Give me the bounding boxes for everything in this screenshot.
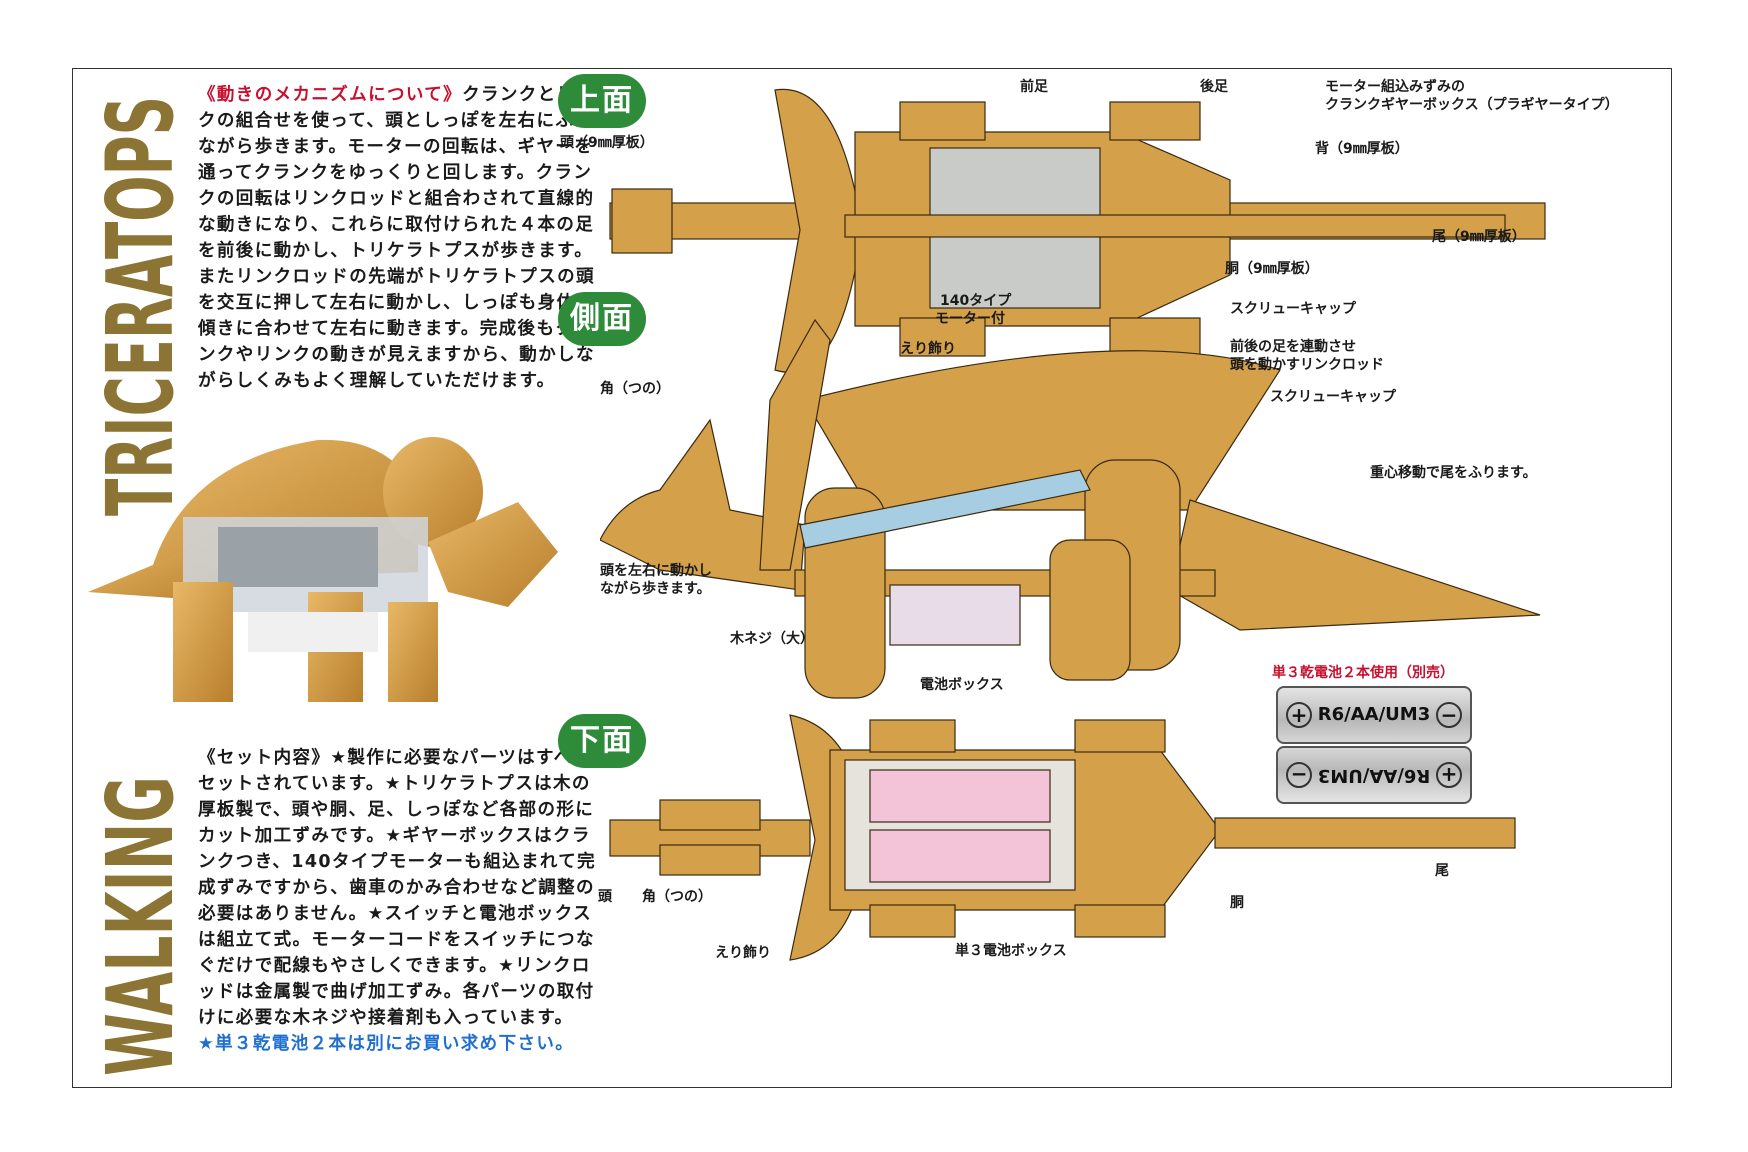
label-head-top: 頭（9㎜厚板） xyxy=(560,135,654,151)
label-motor-2: モーター付 xyxy=(935,311,1005,327)
label-gearbox-1: モーター組込みずみの xyxy=(1325,79,1465,95)
label-batteries-needed: 単３乾電池２本使用（別売） xyxy=(1272,665,1454,681)
battery-2-label: R6/AA/UM3 xyxy=(1317,765,1431,786)
label-horn-bottom: 角（つの） xyxy=(642,889,712,905)
top-view-badge: 上面 xyxy=(558,74,646,128)
plus-icon: + xyxy=(1436,762,1462,788)
model-photo xyxy=(88,437,558,702)
title-walking: WALKING xyxy=(87,776,186,1076)
battery-note: ★単３乾電池２本は別にお買い求め下さい。 xyxy=(198,1034,575,1054)
side-view-drawing xyxy=(600,318,1541,699)
label-body-top: 胴（9㎜厚板） xyxy=(1225,261,1319,277)
minus-icon: − xyxy=(1436,702,1462,728)
label-tail-top: 尾（9㎜厚板） xyxy=(1432,229,1526,245)
label-link-2: 頭を動かすリンクロッド xyxy=(1230,357,1384,373)
label-head-move-1: 頭を左右に動かし xyxy=(600,563,712,579)
label-wood-screw: 木ネジ（大） xyxy=(730,631,814,647)
bottom-view-badge: 下面 xyxy=(558,714,646,768)
title-triceratops: TRICERATOPS xyxy=(87,96,186,516)
label-head-move-2: ながら歩きます。 xyxy=(600,581,711,597)
label-tail-bottom: 尾 xyxy=(1435,863,1449,879)
label-back: 背（9㎜厚板） xyxy=(1315,141,1409,157)
battery-1-label: R6/AA/UM3 xyxy=(1317,704,1431,725)
label-horn-side: 角（つの） xyxy=(600,381,670,397)
battery-1: + R6/AA/UM3 − xyxy=(1276,686,1472,744)
set-contents-body: ★製作に必要なパーツはすべてセットされています。★トリケラトプスは木の厚板製で、… xyxy=(198,748,597,1028)
vertical-title: WALKING TRICERATOPS xyxy=(87,96,186,1076)
label-rear-leg: 後足 xyxy=(1200,79,1228,95)
diagrams-svg xyxy=(600,88,1546,961)
set-contents-heading: 《セット内容》 xyxy=(198,748,331,768)
label-tail-swing: 重心移動で尾をふります。 xyxy=(1370,465,1537,481)
label-frill-side: えり飾り xyxy=(900,341,956,357)
diagrams-panel: 上面 側面 下面 前足 後足 モーター組込みずみの クランクギヤーボックス（プラ… xyxy=(558,70,1670,1080)
label-screw-cap-top: スクリューキャップ xyxy=(1230,301,1356,317)
battery-2: + R6/AA/UM3 − xyxy=(1276,746,1472,804)
label-screw-cap-side: スクリューキャップ xyxy=(1270,389,1396,405)
bottom-view-drawing xyxy=(609,714,1516,961)
page-frame xyxy=(72,68,1672,1088)
label-battery-box-side: 電池ボックス xyxy=(920,677,1004,693)
label-gearbox-2: クランクギヤーボックス（プラギヤータイプ） xyxy=(1325,97,1619,113)
mechanism-text: 《動きのメカニズムについて》クランクとリンクの組合せを使って、頭としっぽを左右に… xyxy=(198,82,598,394)
label-motor-1: 140タイプ xyxy=(940,293,1012,309)
mechanism-heading: 《動きのメカニズムについて》 xyxy=(198,85,463,105)
plus-icon: + xyxy=(1286,702,1312,728)
set-contents-text: 《セット内容》★製作に必要なパーツはすべてセットされています。★トリケラトプスは… xyxy=(198,745,598,1057)
label-head-bottom: 頭 xyxy=(598,889,612,905)
side-view-badge: 側面 xyxy=(558,292,646,346)
label-link-1: 前後の足を連動させ xyxy=(1230,339,1356,355)
label-body-bottom: 胴 xyxy=(1230,895,1244,911)
label-frill-bottom: えり飾り xyxy=(715,945,771,961)
top-view-drawing xyxy=(609,88,1546,373)
label-battery-box-bottom: 単３電池ボックス xyxy=(955,943,1067,959)
label-front-leg: 前足 xyxy=(1020,79,1048,95)
mechanism-body: クランクとリンクの組合せを使って、頭としっぽを左右にふりながら歩きます。モーター… xyxy=(198,85,595,391)
minus-icon: − xyxy=(1286,762,1312,788)
